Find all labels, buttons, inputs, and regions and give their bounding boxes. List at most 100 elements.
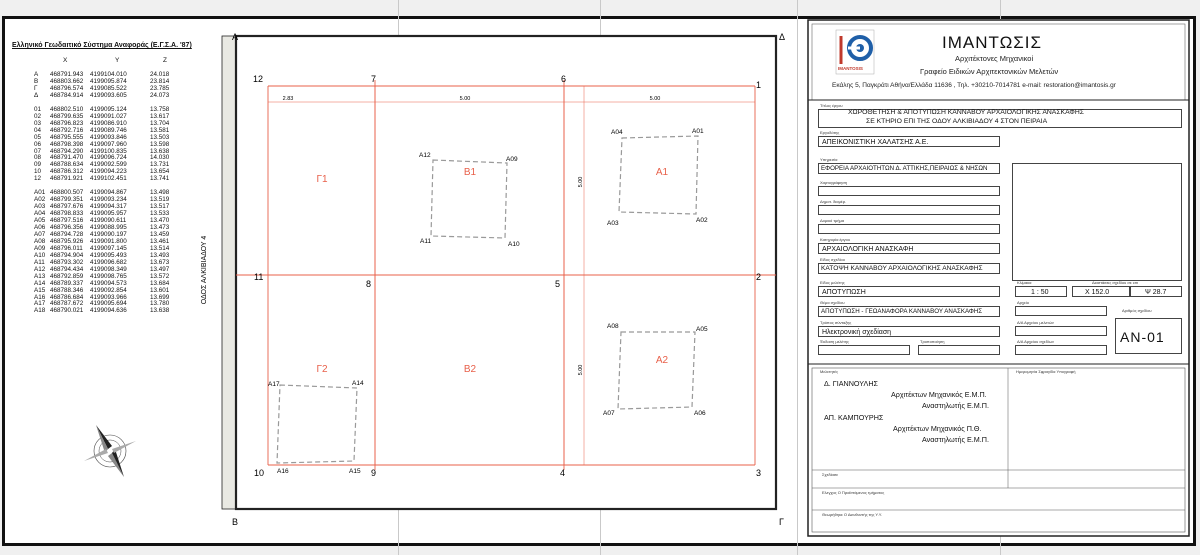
authority-value: ΕΦΟΡΕΙΑ ΑΡΧΑΙΟΤΗΤΩΝ Δ. ΑΤΤΙΚΗΣ,ΠΕΙΡΑΙΩΣ … bbox=[821, 165, 988, 172]
project-box bbox=[818, 109, 1182, 128]
method-box bbox=[818, 326, 1000, 337]
revision-caption: Τροποποίηση bbox=[920, 339, 945, 344]
trench-point-label: A14 bbox=[352, 380, 364, 387]
coord-z: 13.493 bbox=[150, 251, 170, 259]
coordinate-system-title: Ελληνικό Γεωδαιτικό Σύστημα Αναφοράς (Ε.… bbox=[12, 42, 192, 49]
method-caption: Τρόπος σύνταξης bbox=[820, 320, 852, 325]
coord-x: 468796.011 bbox=[50, 244, 83, 252]
drawing-number-box bbox=[1015, 345, 1107, 355]
point-id: A14 bbox=[34, 279, 46, 287]
drawing-number-caption: Α/Α Αρχείου σχεδίων bbox=[1017, 339, 1054, 344]
coord-z: 13.758 bbox=[150, 105, 170, 113]
coord-y: 4199097.960 bbox=[90, 140, 127, 148]
trench-outline bbox=[617, 331, 696, 410]
coord-y: 4199094.223 bbox=[90, 168, 127, 176]
trench-point-label: A10 bbox=[508, 241, 520, 248]
street-label: ΟΔΟΣ ΑΛΚΙΒΙΑΔΟΥ 4 bbox=[201, 236, 208, 305]
coord-z: 13.517 bbox=[150, 203, 170, 211]
trench-outline bbox=[276, 384, 358, 464]
coord-z: 24.073 bbox=[150, 91, 170, 99]
coord-z: 13.617 bbox=[150, 112, 170, 120]
coord-z: 23.814 bbox=[150, 77, 170, 85]
employer-value: ΑΠΕΙΚΟΝΙΣΤΙΚΗ ΧΑΛΑΤΣΗΣ Α.Ε. bbox=[822, 139, 929, 146]
trench-outline bbox=[430, 159, 508, 239]
block-box bbox=[818, 224, 1000, 234]
dimension-label: 5.00 bbox=[650, 96, 661, 102]
approved-caption: Θεωρήθηκε Ο Διευθυντής της Υ.Υ. bbox=[822, 512, 882, 517]
designer-line: Αναστηλωτής Ε.Μ.Π. bbox=[922, 401, 989, 410]
grid-point-label: 11 bbox=[254, 272, 263, 282]
coord-x: 468794.434 bbox=[50, 265, 84, 273]
coord-x: 468794.728 bbox=[50, 230, 84, 238]
date-stamp-caption: Ημερομηνία Σφραγίδα Υπογραφή bbox=[1016, 369, 1076, 374]
grid-point-label: 12 bbox=[253, 74, 263, 84]
trench-point-label: A01 bbox=[692, 128, 704, 135]
point-id: A08 bbox=[34, 237, 46, 245]
point-id: 09 bbox=[34, 161, 42, 169]
trench-point-label: A11 bbox=[420, 238, 431, 245]
point-id: A04 bbox=[34, 210, 46, 218]
point-id: A07 bbox=[34, 230, 46, 238]
point-id: A15 bbox=[34, 286, 46, 294]
trench-outline bbox=[618, 135, 699, 215]
coord-y: 4199093.966 bbox=[90, 293, 127, 301]
coord-y: 4199097.145 bbox=[90, 244, 127, 252]
point-id: Β bbox=[34, 77, 39, 85]
coord-y: 4199095.124 bbox=[90, 105, 127, 113]
coord-z: 13.498 bbox=[150, 189, 170, 197]
file-box bbox=[1015, 306, 1107, 316]
dimension-label: 5.00 bbox=[578, 177, 584, 188]
scale-value: 1 : 50 bbox=[1031, 289, 1049, 296]
coord-z: 24.018 bbox=[150, 71, 170, 78]
point-id: A02 bbox=[34, 196, 46, 204]
coord-x: 468797.516 bbox=[50, 217, 84, 225]
coord-y: 4199085.522 bbox=[90, 84, 127, 92]
file-number-box bbox=[1015, 326, 1107, 336]
company-subtitle-2: Γραφείο Ειδικών Αρχιτεκτονικών Μελετών bbox=[920, 67, 1059, 76]
study-type-caption: Είδος μελέτης bbox=[820, 280, 845, 285]
trench-point-label: A12 bbox=[419, 152, 431, 159]
sector-label: Γ1 bbox=[316, 174, 328, 185]
trench-outlines bbox=[276, 135, 699, 464]
coord-x: 468800.507 bbox=[50, 189, 84, 197]
coord-z: 23.785 bbox=[150, 84, 170, 92]
coord-x: 468799.351 bbox=[50, 196, 84, 204]
point-id: 07 bbox=[34, 147, 42, 155]
point-id: 03 bbox=[34, 119, 42, 127]
file-caption: Αρχείο bbox=[1017, 300, 1029, 305]
point-id: A01 bbox=[34, 189, 46, 197]
coord-y: 4199090.197 bbox=[90, 230, 127, 238]
grid-point-label: 6 bbox=[561, 74, 566, 84]
coord-x: 468789.337 bbox=[50, 279, 84, 287]
coord-z: 13.503 bbox=[150, 133, 170, 141]
point-id: A11 bbox=[34, 258, 45, 266]
sector-label: Α1 bbox=[656, 167, 669, 178]
coord-y: 4199095.493 bbox=[90, 251, 127, 259]
method-value: Ηλεκτρονική σχεδίαση bbox=[822, 329, 892, 336]
company-subtitle: Αρχιτέκτονες Μηχανικοί bbox=[955, 54, 1034, 63]
coord-x: 468796.356 bbox=[50, 224, 84, 231]
point-id: 01 bbox=[34, 105, 42, 113]
point-id: Α bbox=[34, 71, 39, 78]
coord-z: 13.497 bbox=[150, 265, 170, 273]
authority-caption: Υπηρεσία bbox=[820, 157, 838, 162]
trench-point-label: A03 bbox=[607, 220, 619, 227]
coord-z: 13.741 bbox=[150, 175, 170, 183]
point-id: Γ bbox=[34, 84, 38, 92]
point-id: A05 bbox=[34, 217, 46, 225]
category-caption: Κατηγορία έργου bbox=[820, 237, 851, 242]
study-type-value: ΑΠΟΤΥΠΩΣΗ bbox=[822, 289, 866, 296]
point-id: 12 bbox=[34, 175, 42, 183]
file-number-caption: Α/Α Αρχείου μελετών bbox=[1017, 320, 1054, 325]
trench-point-label: A09 bbox=[506, 156, 518, 163]
revision-box bbox=[918, 345, 1000, 355]
grid-point-label: 2 bbox=[756, 272, 761, 282]
fold-line bbox=[797, 0, 798, 555]
coord-x: 468792.859 bbox=[50, 272, 84, 280]
drawing-type-caption: Είδος σχεδίου bbox=[820, 257, 845, 262]
point-id: A13 bbox=[34, 272, 46, 280]
title-box bbox=[818, 306, 1000, 317]
coord-x: 468796.574 bbox=[50, 84, 84, 92]
coord-z: 13.473 bbox=[150, 224, 170, 231]
coord-x: 468799.635 bbox=[50, 112, 84, 120]
